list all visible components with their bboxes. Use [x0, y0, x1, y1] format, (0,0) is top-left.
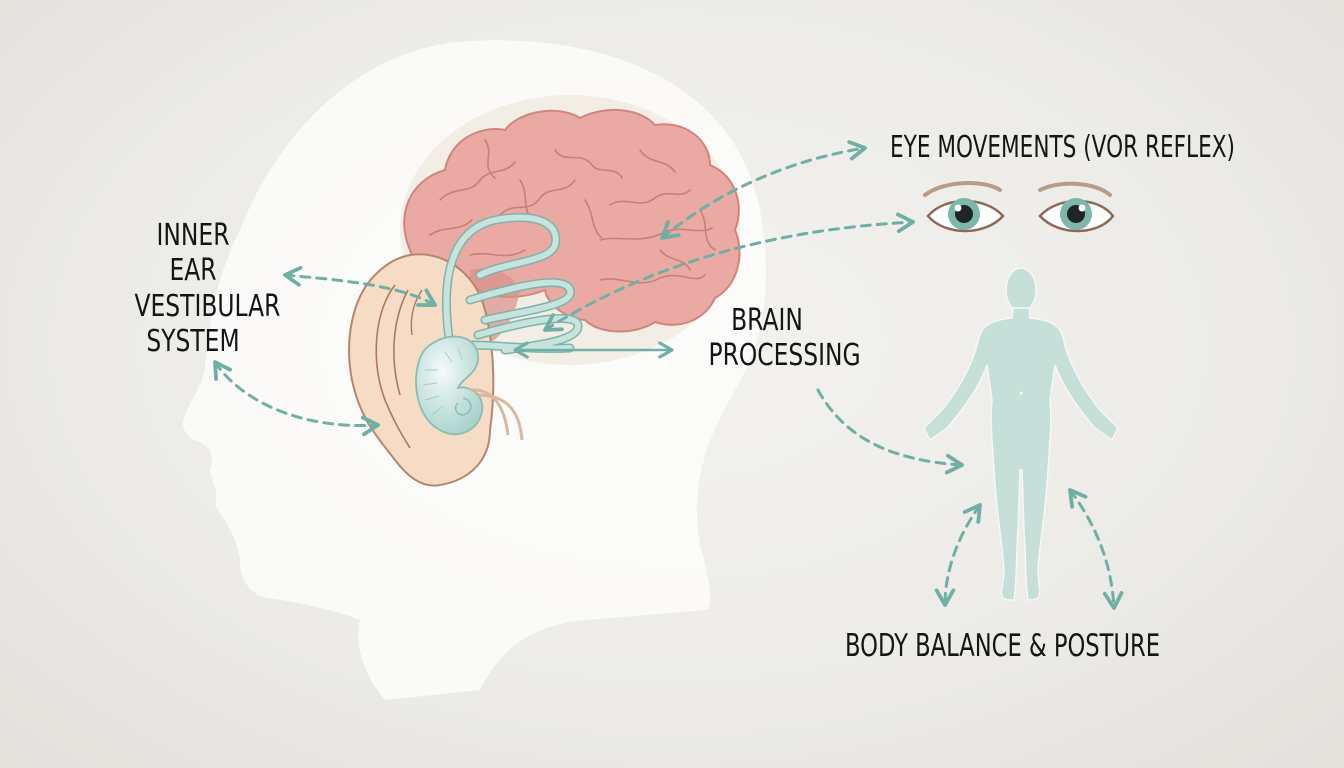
- label-line: PROCESSING: [708, 338, 861, 374]
- arrow-body-right-to-label: [1068, 488, 1124, 610]
- eye-movements-label: EYE MOVEMENTS (VOR REFLEX): [890, 130, 1235, 165]
- human-body-figure: [923, 267, 1119, 601]
- eyes: [923, 181, 1115, 233]
- label-line: VESTIBULAR: [134, 288, 281, 324]
- brain-processing-label: BRAIN PROCESSING: [708, 303, 861, 374]
- right-eye: [1038, 181, 1115, 233]
- arrow-brain-processing-to-body: [816, 388, 964, 475]
- label-line: INNER EAR: [156, 218, 230, 289]
- cochlea: [415, 335, 524, 441]
- arrow-label-to-earlobe: [213, 360, 380, 437]
- inner-ear-vestibular-label: INNER EAR VESTIBULAR SYSTEM: [134, 218, 281, 360]
- label-line: SYSTEM: [146, 324, 240, 360]
- arrow-body-left-to-label: [934, 503, 982, 607]
- arrow-brain-to-eye-label: [660, 140, 867, 240]
- arrow-canals-to-eyes: [543, 212, 915, 332]
- left-eye: [923, 181, 1005, 233]
- label-line: BRAIN: [731, 303, 803, 338]
- connection-arrows: [213, 140, 1124, 610]
- arrow-label-to-ear: [283, 266, 437, 307]
- body-balance-posture-label: BODY BALANCE & POSTURE: [845, 628, 1161, 664]
